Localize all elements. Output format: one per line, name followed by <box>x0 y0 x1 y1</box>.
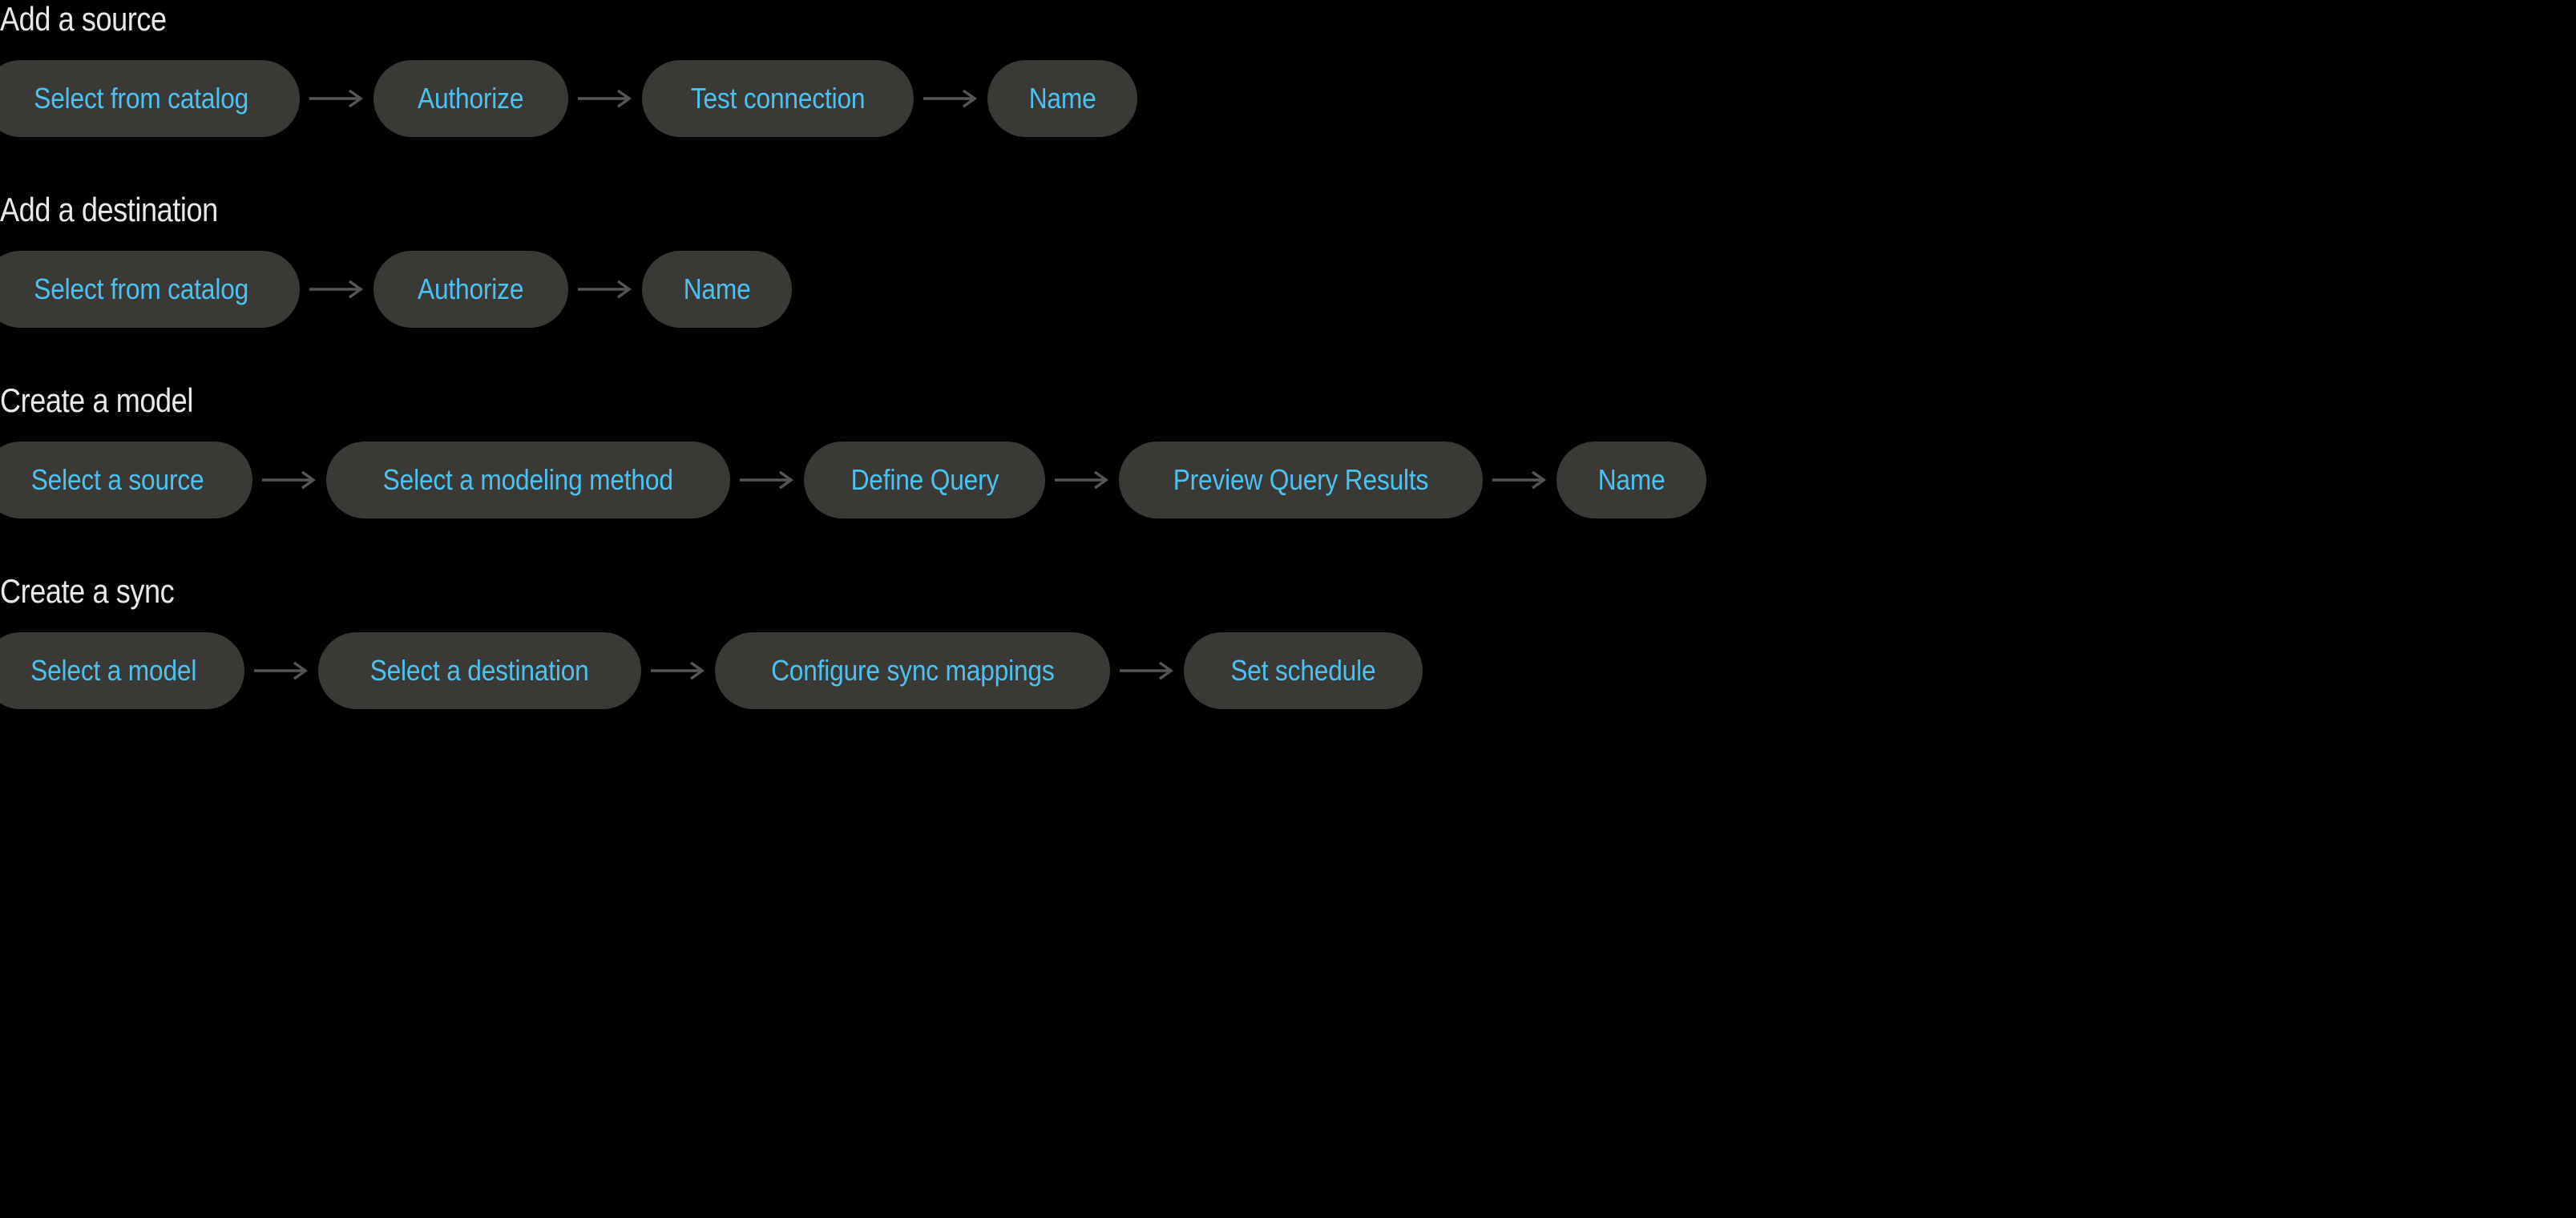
arrow-right-icon <box>568 279 642 300</box>
step-pill-set-schedule[interactable]: Set schedule <box>1184 632 1423 709</box>
arrow-right-icon <box>1045 470 1119 490</box>
step-pill-select-from-catalog[interactable]: Select from catalog <box>0 251 301 328</box>
flow-section-create-a-model: Create a model Select a source Select a … <box>0 383 2576 518</box>
step-pill-label: Select from catalog <box>34 82 249 115</box>
step-pill-authorize[interactable]: Authorize <box>373 60 568 137</box>
step-pill-label: Select a model <box>30 654 197 687</box>
step-row-create-a-sync: Select a model Select a destination Conf… <box>0 632 2576 709</box>
step-pill-label: Name <box>1597 463 1666 496</box>
section-heading-create-a-sync: Create a sync <box>0 572 175 610</box>
step-pill-label: Select from catalog <box>34 272 249 305</box>
step-pill-label: Configure sync mappings <box>770 654 1055 687</box>
step-pill-preview-query-results[interactable]: Preview Query Results <box>1119 442 1484 518</box>
section-heading-add-a-source: Add a source <box>0 0 167 38</box>
step-pill-select-from-catalog[interactable]: Select from catalog <box>0 60 301 137</box>
step-pill-label: Authorize <box>418 272 524 305</box>
step-pill-name[interactable]: Name <box>987 60 1138 137</box>
arrow-right-icon <box>1110 660 1184 681</box>
step-pill-label: Name <box>1028 82 1096 115</box>
section-heading-create-a-model: Create a model <box>0 381 193 419</box>
arrow-right-icon <box>244 660 318 681</box>
arrow-right-icon <box>300 88 373 109</box>
step-pill-label: Select a modeling method <box>382 463 673 496</box>
flow-section-create-a-sync: Create a sync Select a model Select a de… <box>0 574 2576 709</box>
step-pill-define-query[interactable]: Define Query <box>803 442 1046 518</box>
arrow-right-icon <box>641 660 715 681</box>
step-pill-name[interactable]: Name <box>1557 442 1707 518</box>
step-row-add-a-destination: Select from catalog Authorize Name <box>0 251 2576 328</box>
flow-section-add-a-destination: Add a destination Select from catalog Au… <box>0 192 2576 328</box>
arrow-right-icon <box>300 279 373 300</box>
arrow-right-icon <box>1483 470 1557 490</box>
step-pill-label: Define Query <box>850 463 999 496</box>
step-pill-label: Test connection <box>690 82 865 115</box>
step-row-create-a-model: Select a source Select a modeling method… <box>0 442 2576 518</box>
section-heading-add-a-destination: Add a destination <box>0 191 218 228</box>
step-pill-label: Authorize <box>418 82 524 115</box>
step-pill-configure-sync-mappings[interactable]: Configure sync mappings <box>714 632 1111 709</box>
step-pill-label: Preview Query Results <box>1173 463 1429 496</box>
step-pill-select-a-modeling-method[interactable]: Select a modeling method <box>326 442 730 518</box>
step-row-add-a-source: Select from catalog Authorize Test conne… <box>0 60 2576 137</box>
step-pill-name[interactable]: Name <box>641 251 792 328</box>
arrow-right-icon <box>568 88 642 109</box>
step-pill-select-a-destination[interactable]: Select a destination <box>318 632 641 709</box>
step-pill-label: Select a destination <box>369 654 589 687</box>
step-pill-label: Select a source <box>30 463 204 496</box>
step-pill-select-a-source[interactable]: Select a source <box>0 442 253 518</box>
step-pill-label: Name <box>683 272 751 305</box>
step-pill-authorize[interactable]: Authorize <box>373 251 568 328</box>
step-pill-test-connection[interactable]: Test connection <box>641 60 914 137</box>
arrow-right-icon <box>252 470 326 490</box>
step-pill-select-a-model[interactable]: Select a model <box>0 632 245 709</box>
step-pill-label: Set schedule <box>1230 654 1376 687</box>
arrow-right-icon <box>730 470 804 490</box>
flow-section-add-a-source: Add a source Select from catalog Authori… <box>0 2 2576 137</box>
arrow-right-icon <box>914 88 987 109</box>
